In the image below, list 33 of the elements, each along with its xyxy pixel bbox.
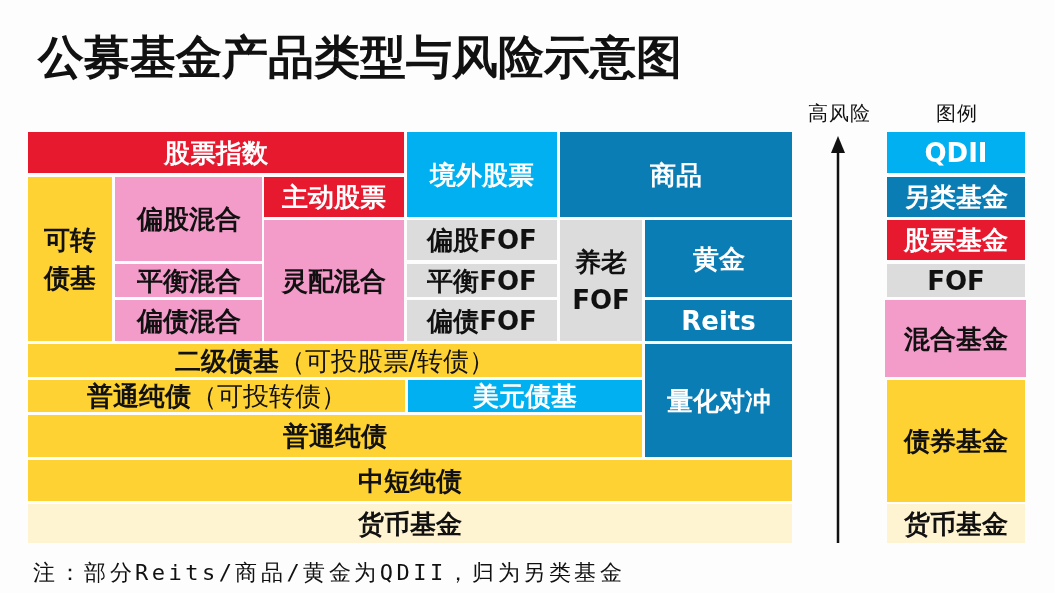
category-box: 黄金 bbox=[645, 220, 792, 297]
category-box: 平衡FOF bbox=[407, 264, 557, 297]
category-box: 量化对冲 bbox=[645, 344, 792, 457]
category-box: Reits bbox=[645, 300, 792, 341]
category-box: 养老FOF bbox=[560, 220, 642, 341]
category-box: 货币基金 bbox=[28, 504, 792, 543]
legend-box: 股票基金 bbox=[887, 220, 1025, 260]
legend-box: 债券基金 bbox=[887, 380, 1025, 502]
category-box: 偏股混合 bbox=[115, 177, 262, 261]
category-box: 股票指数 bbox=[28, 132, 404, 173]
category-box: 美元债基 bbox=[408, 380, 642, 412]
title: 公募基金产品类型与风险示意图 bbox=[38, 29, 682, 86]
category-box: 中短纯债 bbox=[28, 460, 792, 501]
category-box: 普通纯债 bbox=[28, 415, 642, 457]
category-box: 平衡混合 bbox=[115, 264, 262, 297]
category-box: 商品 bbox=[560, 132, 792, 217]
legend-box: 货币基金 bbox=[887, 504, 1025, 543]
category-box: 二级债基（可投股票/转债） bbox=[28, 344, 642, 377]
legend-box: QDII bbox=[887, 132, 1025, 173]
legend-box: FOF bbox=[887, 264, 1025, 297]
category-box: 境外股票 bbox=[407, 132, 557, 217]
legend-box: 另类基金 bbox=[887, 177, 1025, 217]
category-box: 普通纯债（可投转债） bbox=[28, 380, 405, 412]
category-box: 偏股FOF bbox=[407, 220, 557, 260]
category-box: 主动股票 bbox=[264, 177, 404, 217]
legend-box: 混合基金 bbox=[885, 300, 1026, 377]
category-box: 偏债混合 bbox=[115, 300, 262, 341]
note: 注：部分Reits/商品/黄金为QDII，归为另类基金 bbox=[33, 559, 626, 587]
legend-title: 图例 bbox=[936, 100, 978, 127]
category-box: 偏债FOF bbox=[407, 300, 557, 341]
category-box: 灵配混合 bbox=[264, 220, 404, 341]
arrow-label: 高风险 bbox=[808, 100, 871, 127]
category-box: 可转债基 bbox=[28, 177, 112, 341]
